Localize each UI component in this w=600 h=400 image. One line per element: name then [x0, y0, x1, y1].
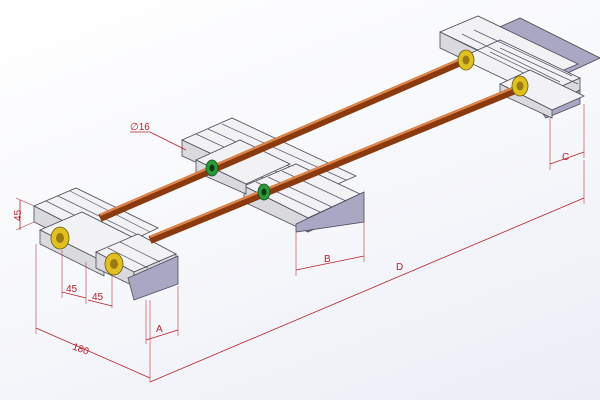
left-profile-block: [33, 187, 179, 301]
dim-height-45-label: 45: [13, 209, 24, 221]
dim-diameter-label: ∅16: [130, 122, 150, 133]
dimension-c: C: [549, 104, 585, 170]
bearing-back-upper: [457, 49, 475, 71]
lower-rod: [148, 83, 522, 244]
dim-a-label: A: [156, 324, 163, 335]
dimension-diameter-16: ∅16: [130, 122, 187, 151]
dimension-a: A: [145, 286, 179, 344]
upper-rod: [98, 53, 472, 222]
dim-spacing-45-a-label: 45: [66, 284, 78, 295]
dimension-height-45: 45: [13, 197, 35, 231]
bearing-middle-upper: [205, 159, 219, 177]
bearing-left-upper: [50, 226, 70, 250]
dim-c-label: C: [562, 152, 569, 163]
bearing-back-lower: [511, 75, 529, 97]
dimension-b: B: [295, 222, 365, 276]
dim-width-180-label: 180: [71, 342, 91, 358]
bearing-left-lower: [104, 252, 124, 276]
dimension-d: D: [149, 160, 585, 383]
dimension-spacing-45: 45 45: [61, 250, 113, 308]
bearing-middle-lower: [257, 183, 271, 201]
dim-spacing-45-b-label: 45: [92, 292, 104, 303]
dim-d-label: D: [396, 262, 403, 273]
dim-b-label: B: [324, 254, 331, 265]
